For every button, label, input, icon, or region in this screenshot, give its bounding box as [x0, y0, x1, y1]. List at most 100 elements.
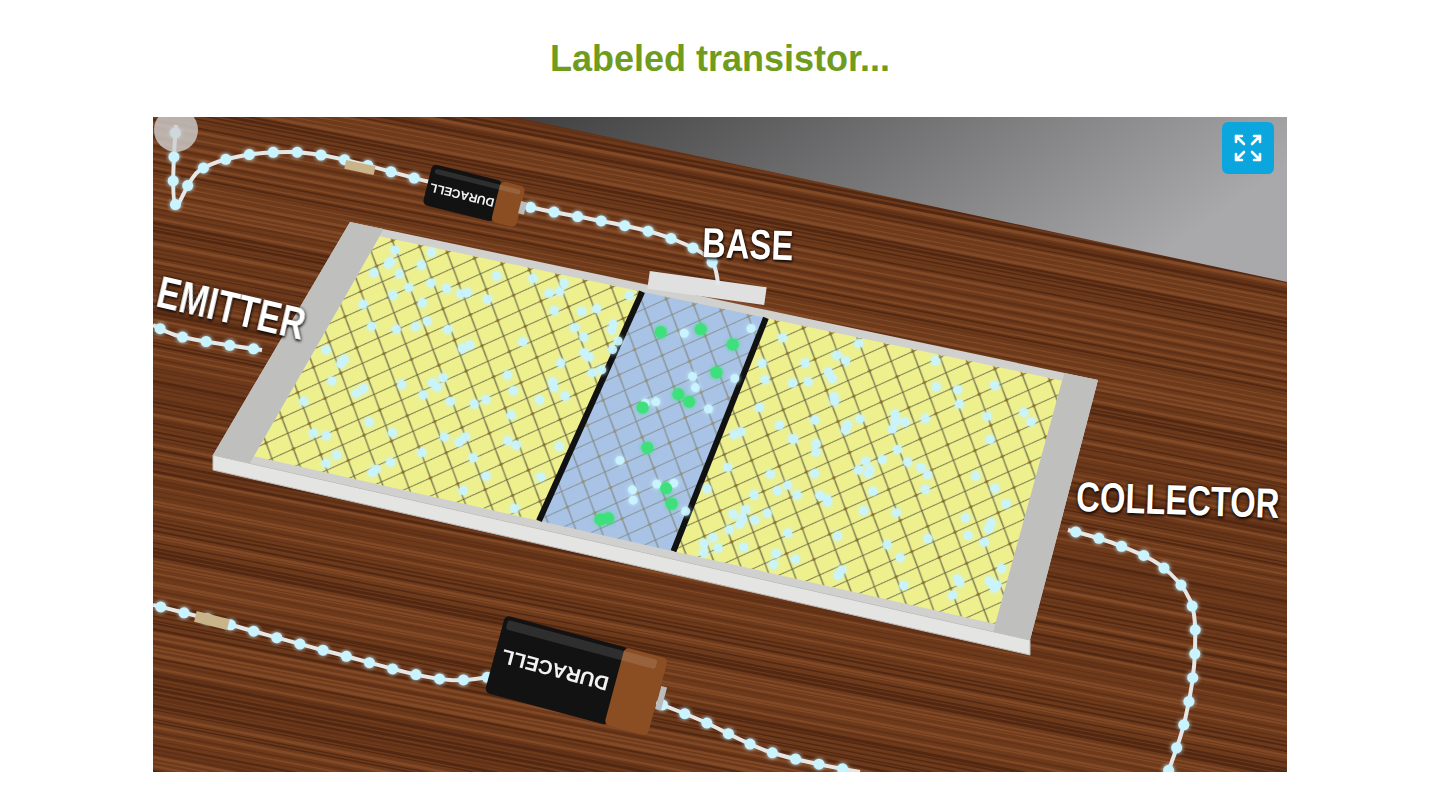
wood-stripe [153, 702, 1287, 772]
hole [695, 323, 707, 335]
electron [921, 485, 930, 494]
wire-electron [1189, 648, 1200, 659]
electron [747, 324, 756, 333]
electron [625, 291, 634, 300]
electron [990, 484, 999, 493]
base-contact [647, 271, 766, 305]
wire-electron [177, 332, 188, 343]
wire-electron [688, 242, 699, 253]
electron [535, 396, 544, 405]
wire-electron [248, 626, 259, 637]
electron [549, 383, 558, 392]
electron [681, 507, 690, 516]
wood-stripe [153, 743, 1287, 772]
electron [738, 514, 747, 523]
electron [699, 548, 708, 557]
electron [367, 322, 376, 331]
electron [384, 260, 393, 269]
electron [390, 246, 399, 255]
electron [368, 468, 377, 477]
wire-electron [1138, 550, 1149, 561]
electron [769, 560, 778, 569]
hole [672, 388, 684, 400]
hole [637, 401, 649, 413]
electron [609, 320, 618, 329]
wood-stripe [153, 750, 1287, 772]
wire-electron [271, 632, 282, 643]
wire-electron [155, 323, 166, 334]
hole [660, 482, 672, 494]
electron [1002, 499, 1011, 508]
electron [832, 351, 841, 360]
page-title: Labeled transistor... [0, 38, 1440, 80]
battery-body [485, 615, 629, 725]
wood-stripe [153, 564, 1287, 772]
region-label: COLLECTOR [1076, 476, 1281, 525]
electron [861, 457, 870, 466]
wood-stripe [153, 633, 1287, 772]
hole [710, 367, 722, 379]
wood-stripe [153, 706, 1287, 772]
electron [788, 379, 797, 388]
hole [727, 339, 739, 351]
wood-stripe [153, 707, 1287, 772]
electron [555, 287, 564, 296]
electron [903, 458, 912, 467]
electron [483, 295, 492, 304]
junction-line [539, 292, 642, 521]
electron [417, 448, 426, 457]
electron [953, 574, 962, 583]
wood-stripe [153, 676, 1287, 772]
electron [688, 372, 697, 381]
electron [528, 274, 537, 283]
electron [352, 389, 361, 398]
wood-stripe [153, 749, 1287, 772]
electrons [299, 246, 1035, 600]
wood-stripe [153, 650, 1287, 772]
electron [418, 298, 427, 307]
electron [327, 376, 336, 385]
wood-stripe [153, 699, 1287, 772]
wire-electron [701, 718, 712, 729]
electron [503, 371, 512, 380]
resistor [344, 160, 375, 175]
electron [709, 533, 718, 542]
wire-electron [1070, 526, 1081, 537]
wood-stripe [153, 772, 1287, 773]
wire-electron [572, 211, 583, 222]
wire-electron [1093, 533, 1104, 544]
wire-electron [224, 340, 235, 351]
electron [891, 417, 900, 426]
electron [921, 414, 930, 423]
electron [703, 484, 712, 493]
wire-electron [318, 645, 329, 656]
electron [854, 339, 863, 348]
expand-icon [1236, 136, 1260, 160]
electron [878, 455, 887, 464]
wood-stripe [153, 648, 1287, 772]
slab-top [213, 222, 1098, 640]
wood-stripe [153, 666, 1287, 772]
electron [597, 365, 606, 374]
collector-region [673, 318, 1062, 624]
wood-grain [153, 117, 1287, 772]
electron [772, 549, 781, 558]
wire-electron [220, 154, 231, 165]
electron [443, 325, 452, 334]
electron [652, 479, 661, 488]
electron [507, 411, 516, 420]
electron [810, 415, 819, 424]
electron [321, 459, 330, 468]
electron [792, 491, 801, 500]
wood-stripe [153, 749, 1287, 772]
battery-body [422, 164, 503, 222]
electron [423, 317, 432, 326]
wire-electron [1171, 742, 1182, 753]
wire-electron [643, 226, 654, 237]
battery-terminal [518, 201, 527, 215]
electron [512, 441, 521, 450]
electron [359, 300, 368, 309]
electron [955, 400, 964, 409]
electron [388, 428, 397, 437]
